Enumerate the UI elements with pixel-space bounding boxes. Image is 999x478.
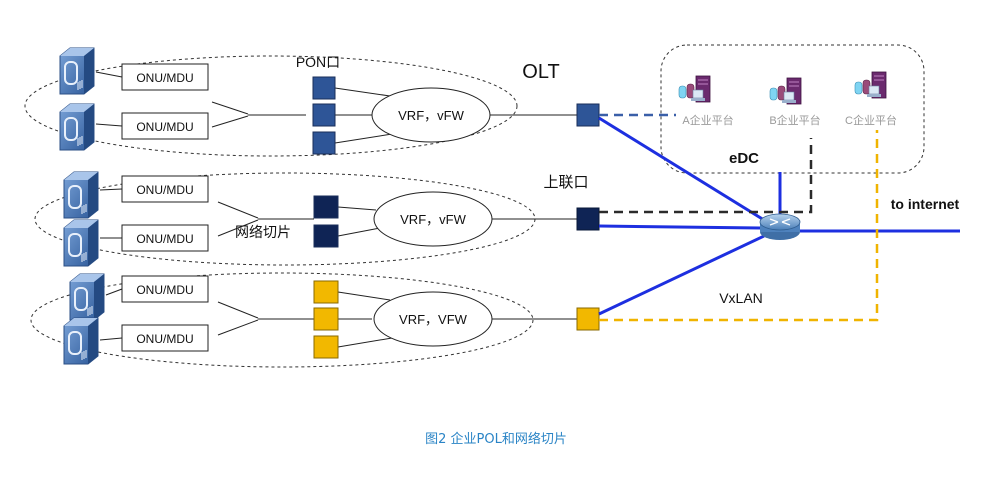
onu-device-icon bbox=[59, 103, 95, 151]
vrf-label-2: VRF，vFW bbox=[400, 212, 466, 227]
pon-port-row1-c bbox=[312, 131, 336, 155]
onu-device-icon bbox=[63, 317, 99, 365]
vrf-ellipse-1 bbox=[371, 87, 491, 143]
uplink-port-1 bbox=[576, 103, 600, 127]
onu-box-3 bbox=[121, 175, 209, 203]
onu-device-icon bbox=[59, 47, 95, 95]
onu-device-icon bbox=[69, 273, 105, 321]
pon-port-label: PON口 bbox=[296, 54, 340, 70]
platform-b-label: B企业平台 bbox=[769, 113, 820, 127]
blue-links bbox=[598, 116, 960, 316]
vrf-ellipse-3 bbox=[373, 291, 493, 347]
pon-port-row3-b bbox=[313, 307, 339, 331]
edc-label: eDC bbox=[729, 150, 759, 167]
pon-port-row1-b bbox=[312, 103, 336, 127]
vrf-label-3: VRF，VFW bbox=[399, 312, 468, 327]
olt-label: OLT bbox=[522, 61, 559, 83]
pon-port-row3-c bbox=[313, 335, 339, 359]
row1-links bbox=[211, 87, 577, 144]
vxlan-label: VxLAN bbox=[719, 290, 763, 306]
onu-device-icon bbox=[63, 219, 99, 267]
onu-label-5: ONU/MDU bbox=[136, 283, 193, 297]
onu-label-2: ONU/MDU bbox=[136, 120, 193, 134]
dashed-link-platform-c bbox=[599, 130, 879, 322]
uplink-port-label: 上联口 bbox=[543, 174, 588, 191]
pon-port-row1-a bbox=[312, 76, 336, 100]
dashed-link-platform-b bbox=[599, 138, 813, 214]
figure-caption: 图2 企业POL和网络切片 bbox=[425, 431, 567, 447]
onu-box-2 bbox=[121, 112, 209, 140]
platform-c-label: C企业平台 bbox=[845, 113, 897, 127]
onu-label-4: ONU/MDU bbox=[136, 232, 193, 246]
onu-connectors bbox=[95, 71, 123, 341]
to-internet-label: to internet bbox=[891, 196, 960, 212]
vrf-label-1: VRF，vFW bbox=[398, 108, 464, 123]
server-rack-icon bbox=[678, 75, 711, 103]
server-rack-icon bbox=[854, 71, 887, 99]
router-icon bbox=[759, 213, 801, 240]
pon-port-row3-a bbox=[313, 280, 339, 304]
platform-a-label: A企业平台 bbox=[682, 113, 733, 127]
onu-label-3: ONU/MDU bbox=[136, 183, 193, 197]
slicing-label: 网络切片 bbox=[235, 224, 291, 240]
onu-device-icon bbox=[63, 171, 99, 219]
onu-label-6: ONU/MDU bbox=[136, 332, 193, 346]
row3-links bbox=[217, 291, 577, 348]
onu-box-5 bbox=[121, 275, 209, 303]
pon-port-row2-a bbox=[313, 195, 339, 219]
onu-label-1: ONU/MDU bbox=[136, 71, 193, 85]
edc-box bbox=[660, 44, 925, 174]
server-rack-icon bbox=[769, 77, 802, 105]
pon-port-row2-b bbox=[313, 224, 339, 248]
uplink-port-2 bbox=[576, 207, 600, 231]
uplink-port-3 bbox=[576, 307, 600, 331]
pon-group-ellipse-1 bbox=[24, 55, 518, 157]
row2-links bbox=[217, 201, 577, 237]
onu-box-6 bbox=[121, 324, 209, 352]
pon-group-ellipse-3 bbox=[30, 272, 534, 368]
vrf-ellipse-2 bbox=[373, 191, 493, 247]
